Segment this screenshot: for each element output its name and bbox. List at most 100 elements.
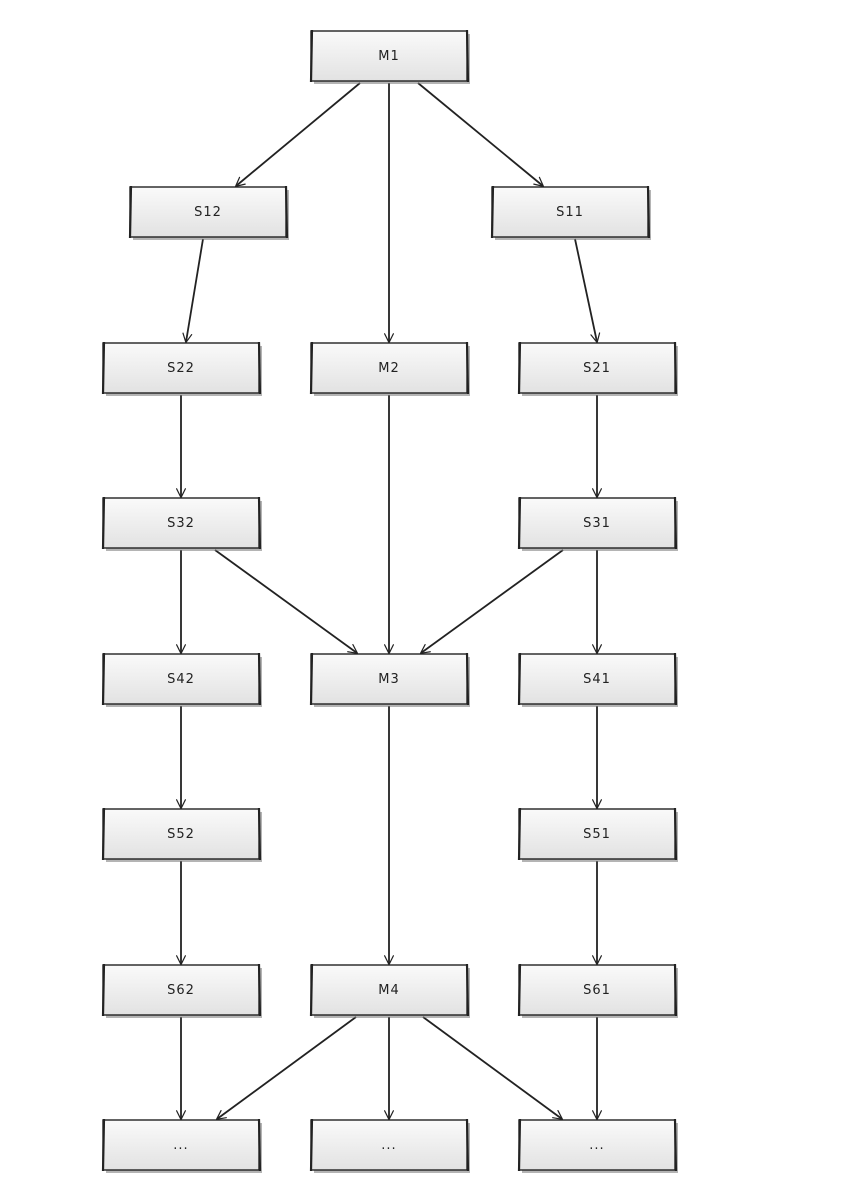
- node-s32: S32: [101, 496, 262, 551]
- node-s11: S11: [490, 185, 651, 240]
- node-box: [102, 653, 260, 705]
- node-left-stroke: [517, 652, 522, 706]
- node-box: [310, 653, 468, 705]
- node-right-stroke: [465, 652, 470, 706]
- node-right-stroke: [673, 652, 678, 706]
- node-right-stroke: [257, 1118, 262, 1172]
- node-label: S62: [167, 983, 195, 998]
- node-right-stroke: [673, 807, 678, 861]
- node-label: M4: [378, 983, 400, 998]
- node-box: [491, 186, 649, 238]
- node-e3: ...: [517, 1118, 678, 1173]
- node-box: [310, 964, 468, 1016]
- node-m2: M2: [309, 341, 470, 396]
- node-s31: S31: [517, 496, 678, 551]
- node-left-stroke: [101, 496, 106, 550]
- node-label: S21: [583, 361, 611, 376]
- node-s52: S52: [101, 807, 262, 862]
- edge-s12-to-s22: [182, 238, 204, 344]
- node-m1: M1: [309, 29, 470, 84]
- node-left-stroke: [309, 29, 314, 83]
- node-right-stroke: [465, 341, 470, 395]
- node-left-stroke: [128, 185, 133, 239]
- node-s51: S51: [517, 807, 678, 862]
- node-left-stroke: [517, 963, 522, 1017]
- node-left-stroke: [517, 1118, 522, 1172]
- node-label: S32: [167, 516, 195, 531]
- node-label: ...: [589, 1138, 604, 1153]
- edges-layer: [175, 82, 603, 1121]
- node-right-stroke: [257, 652, 262, 706]
- node-box: [102, 808, 260, 860]
- node-box: [518, 808, 676, 860]
- node-left-stroke: [517, 496, 522, 550]
- node-s62: S62: [101, 963, 262, 1018]
- node-left-stroke: [101, 341, 106, 395]
- node-label: S61: [583, 983, 611, 998]
- node-box: [310, 30, 468, 82]
- node-left-stroke: [517, 807, 522, 861]
- node-right-stroke: [673, 1118, 678, 1172]
- edge-m4-to-e3: [422, 1016, 564, 1120]
- node-s42: S42: [101, 652, 262, 707]
- node-left-stroke: [309, 341, 314, 395]
- node-box: [310, 1119, 468, 1171]
- node-label: S11: [556, 205, 584, 220]
- node-m3: M3: [309, 652, 470, 707]
- node-label: ...: [173, 1138, 188, 1153]
- node-left-stroke: [309, 652, 314, 706]
- node-right-stroke: [646, 185, 651, 239]
- node-left-stroke: [309, 963, 314, 1017]
- edge-s11-to-s21: [574, 238, 601, 344]
- node-right-stroke: [673, 341, 678, 395]
- node-label: S12: [194, 205, 222, 220]
- node-label: S51: [583, 827, 611, 842]
- node-m4: M4: [309, 963, 470, 1018]
- node-box: [129, 186, 287, 238]
- node-right-stroke: [465, 963, 470, 1017]
- node-label: M2: [378, 361, 400, 376]
- node-label: ...: [381, 1138, 396, 1153]
- node-label: S31: [583, 516, 611, 531]
- node-right-stroke: [465, 1118, 470, 1172]
- node-label: M1: [378, 49, 400, 64]
- node-box: [518, 653, 676, 705]
- node-label: S41: [583, 672, 611, 687]
- node-label: M3: [378, 672, 400, 687]
- node-left-stroke: [309, 1118, 314, 1172]
- edge-s32-to-m3: [214, 549, 359, 654]
- node-left-stroke: [490, 185, 495, 239]
- edge-m1-to-s11: [417, 82, 545, 187]
- node-e2: ...: [309, 1118, 470, 1173]
- node-left-stroke: [101, 807, 106, 861]
- node-right-stroke: [257, 341, 262, 395]
- node-left-stroke: [517, 341, 522, 395]
- node-s41: S41: [517, 652, 678, 707]
- node-box: [518, 497, 676, 549]
- node-right-stroke: [284, 185, 289, 239]
- node-right-stroke: [673, 963, 678, 1017]
- node-right-stroke: [465, 29, 470, 83]
- node-box: [518, 1119, 676, 1171]
- node-right-stroke: [257, 963, 262, 1017]
- node-right-stroke: [257, 807, 262, 861]
- edge-s31-to-m3: [419, 549, 564, 654]
- node-s22: S22: [101, 341, 262, 396]
- node-left-stroke: [101, 963, 106, 1017]
- node-label: S42: [167, 672, 195, 687]
- node-s21: S21: [517, 341, 678, 396]
- node-s12: S12: [128, 185, 289, 240]
- node-e1: ...: [101, 1118, 262, 1173]
- node-s61: S61: [517, 963, 678, 1018]
- node-box: [102, 1119, 260, 1171]
- node-left-stroke: [101, 1118, 106, 1172]
- node-label: S52: [167, 827, 195, 842]
- edge-m1-to-s12: [234, 82, 361, 187]
- node-right-stroke: [257, 496, 262, 550]
- edge-m4-to-e1: [215, 1016, 357, 1120]
- node-left-stroke: [101, 652, 106, 706]
- node-label: S22: [167, 361, 195, 376]
- node-right-stroke: [673, 496, 678, 550]
